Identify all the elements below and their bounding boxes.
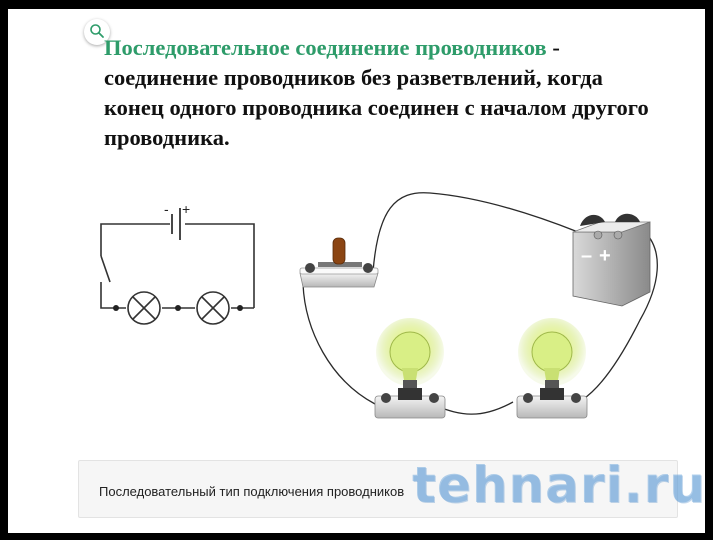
battery-plus-label: + (599, 245, 611, 267)
definition-body: соединение проводников без разветвлений,… (104, 65, 649, 150)
schematic-node (113, 305, 119, 311)
magnifier-icon (90, 24, 104, 38)
light-bulb-2 (516, 318, 588, 419)
schematic-lamp-2 (196, 291, 230, 325)
battery-minus-label: – (581, 245, 592, 267)
definition-text: Последовательное соединение проводников … (104, 33, 664, 153)
schematic-node (175, 305, 181, 311)
schematic-lamp-1 (127, 291, 161, 325)
battery-plus-sign: + (182, 201, 190, 217)
knife-switch (299, 237, 379, 288)
definition-dash: - (546, 35, 560, 60)
battery-minus-sign: - (164, 201, 169, 217)
light-bulb-1 (374, 318, 446, 419)
schematic-node (237, 305, 243, 311)
image-caption: Последовательный тип подключения проводн… (99, 484, 405, 499)
watermark: tehnari.ru (412, 456, 706, 514)
caption-box: Последовательный тип подключения проводн… (78, 460, 678, 518)
zoom-button[interactable] (84, 19, 110, 45)
battery-device (572, 213, 651, 307)
schematic-diagram (100, 208, 255, 325)
definition-term: Последовательное соединение проводников (104, 35, 547, 60)
